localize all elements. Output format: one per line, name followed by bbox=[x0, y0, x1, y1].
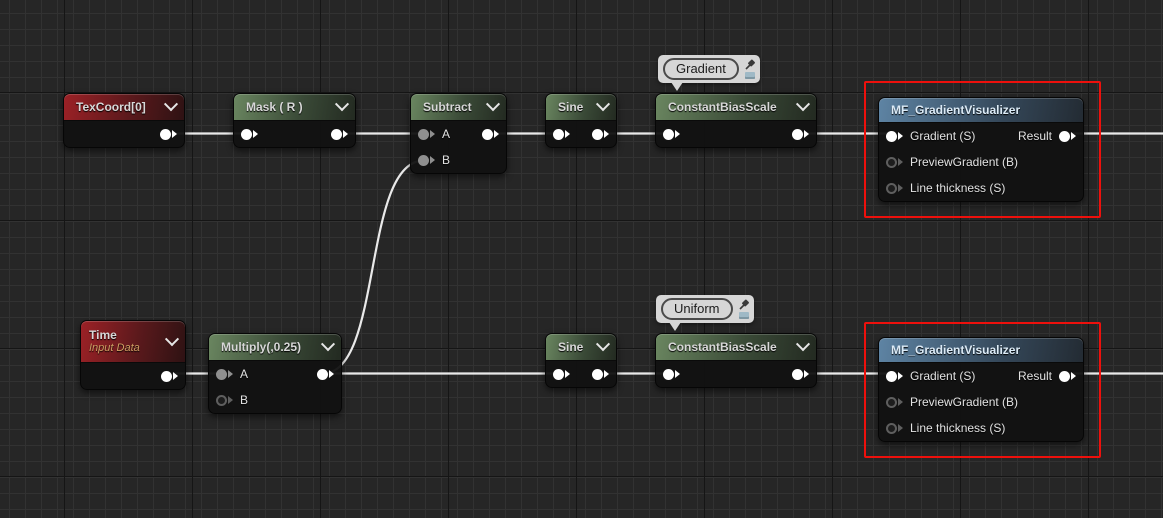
pin-icon[interactable] bbox=[738, 299, 750, 311]
output-pin[interactable] bbox=[592, 128, 609, 140]
chevron-down-icon[interactable] bbox=[595, 97, 611, 112]
input-pin-previewgradient[interactable] bbox=[886, 396, 903, 408]
chevron-down-icon[interactable] bbox=[164, 331, 180, 346]
node-subtract[interactable]: Subtract A B bbox=[410, 93, 507, 174]
chevron-down-icon[interactable] bbox=[485, 97, 501, 112]
node-header[interactable]: ConstantBiasScale bbox=[656, 94, 816, 121]
output-pin[interactable] bbox=[331, 128, 348, 140]
comment-bubble-uniform[interactable]: Uniform bbox=[656, 295, 754, 331]
node-header[interactable]: Mask ( R ) bbox=[234, 94, 355, 121]
bubble-tail bbox=[669, 322, 681, 331]
node-title: TexCoord[0] bbox=[76, 100, 146, 114]
node-sine-bottom[interactable]: Sine bbox=[545, 333, 617, 388]
bubble-toggle-icon[interactable] bbox=[744, 72, 755, 79]
input-pin[interactable] bbox=[241, 128, 258, 140]
node-header[interactable]: MF_GradientVisualizer bbox=[879, 98, 1083, 123]
input-pin-a[interactable] bbox=[216, 368, 233, 380]
bubble-tail bbox=[671, 82, 683, 91]
output-pin[interactable] bbox=[160, 128, 177, 140]
node-header[interactable]: Time Input Data bbox=[81, 321, 185, 363]
pin-label: PreviewGradient (B) bbox=[910, 395, 1019, 409]
output-pin-result[interactable] bbox=[1059, 130, 1076, 142]
node-mf-gradientvisualizer-bottom[interactable]: MF_GradientVisualizer Gradient (S) Resul… bbox=[878, 337, 1084, 442]
output-pin[interactable] bbox=[592, 368, 609, 380]
output-pin[interactable] bbox=[161, 370, 178, 382]
node-title: Multiply(,0.25) bbox=[221, 340, 302, 354]
node-header[interactable]: Multiply(,0.25) bbox=[209, 334, 341, 361]
input-pin-linethickness[interactable] bbox=[886, 182, 903, 194]
output-pin[interactable] bbox=[482, 128, 499, 140]
input-pin-gradient[interactable] bbox=[886, 370, 903, 382]
node-title: ConstantBiasScale bbox=[668, 340, 777, 354]
wire[interactable] bbox=[322, 159, 425, 375]
chevron-down-icon[interactable] bbox=[795, 337, 811, 352]
node-title: ConstantBiasScale bbox=[668, 100, 777, 114]
node-title: MF_GradientVisualizer bbox=[891, 343, 1021, 357]
pin-label: A bbox=[442, 127, 451, 141]
input-pin[interactable] bbox=[553, 128, 570, 140]
comment-text: Gradient bbox=[663, 58, 739, 80]
node-header[interactable]: ConstantBiasScale bbox=[656, 334, 816, 361]
node-time[interactable]: Time Input Data bbox=[80, 320, 186, 390]
pin-icon[interactable] bbox=[744, 59, 756, 71]
comment-bubble-gradient[interactable]: Gradient bbox=[658, 55, 760, 91]
input-pin-linethickness[interactable] bbox=[886, 422, 903, 434]
output-pin[interactable] bbox=[792, 368, 809, 380]
pin-label: Line thickness (S) bbox=[910, 421, 1006, 435]
node-sine-top[interactable]: Sine bbox=[545, 93, 617, 148]
node-title: Sine bbox=[558, 100, 584, 114]
input-pin-a[interactable] bbox=[418, 128, 435, 140]
node-title: Sine bbox=[558, 340, 584, 354]
node-title: Mask ( R ) bbox=[246, 100, 303, 114]
node-header[interactable]: Sine bbox=[546, 334, 616, 361]
pin-label: Result bbox=[1017, 129, 1052, 143]
node-header[interactable]: Subtract bbox=[411, 94, 506, 121]
input-pin[interactable] bbox=[663, 368, 680, 380]
pin-label: B bbox=[240, 393, 249, 407]
input-pin-b[interactable] bbox=[216, 394, 233, 406]
output-pin[interactable] bbox=[792, 128, 809, 140]
node-constantbiasscale-top[interactable]: ConstantBiasScale bbox=[655, 93, 817, 148]
node-texcoord[interactable]: TexCoord[0] bbox=[63, 93, 185, 148]
input-pin-b[interactable] bbox=[418, 154, 435, 166]
input-pin[interactable] bbox=[553, 368, 570, 380]
pin-label: Result bbox=[1017, 369, 1052, 383]
node-title: Subtract bbox=[423, 100, 472, 114]
chevron-down-icon[interactable] bbox=[595, 337, 611, 352]
output-pin-result[interactable] bbox=[1059, 370, 1076, 382]
input-pin[interactable] bbox=[663, 128, 680, 140]
node-subtitle: Input Data bbox=[89, 342, 140, 354]
node-constantbiasscale-bottom[interactable]: ConstantBiasScale bbox=[655, 333, 817, 388]
node-header[interactable]: MF_GradientVisualizer bbox=[879, 338, 1083, 363]
pin-label: Gradient (S) bbox=[910, 129, 976, 143]
comment-text: Uniform bbox=[661, 298, 733, 320]
pin-label: PreviewGradient (B) bbox=[910, 155, 1019, 169]
node-header[interactable]: Sine bbox=[546, 94, 616, 121]
node-title: MF_GradientVisualizer bbox=[891, 103, 1021, 117]
input-pin-gradient[interactable] bbox=[886, 130, 903, 142]
pin-label: B bbox=[442, 153, 451, 167]
pin-label: Line thickness (S) bbox=[910, 181, 1006, 195]
chevron-down-icon[interactable] bbox=[163, 97, 179, 112]
output-pin[interactable] bbox=[317, 368, 334, 380]
node-mask[interactable]: Mask ( R ) bbox=[233, 93, 356, 148]
node-header[interactable]: TexCoord[0] bbox=[64, 94, 184, 121]
pin-label: Gradient (S) bbox=[910, 369, 976, 383]
pin-label: A bbox=[240, 367, 249, 381]
chevron-down-icon[interactable] bbox=[320, 337, 336, 352]
node-mf-gradientvisualizer-top[interactable]: MF_GradientVisualizer Gradient (S) Resul… bbox=[878, 97, 1084, 202]
bubble-toggle-icon[interactable] bbox=[738, 312, 749, 319]
input-pin-previewgradient[interactable] bbox=[886, 156, 903, 168]
chevron-down-icon[interactable] bbox=[795, 97, 811, 112]
node-title: Time bbox=[89, 328, 117, 342]
node-multiply[interactable]: Multiply(,0.25) A B bbox=[208, 333, 342, 414]
chevron-down-icon[interactable] bbox=[334, 97, 350, 112]
